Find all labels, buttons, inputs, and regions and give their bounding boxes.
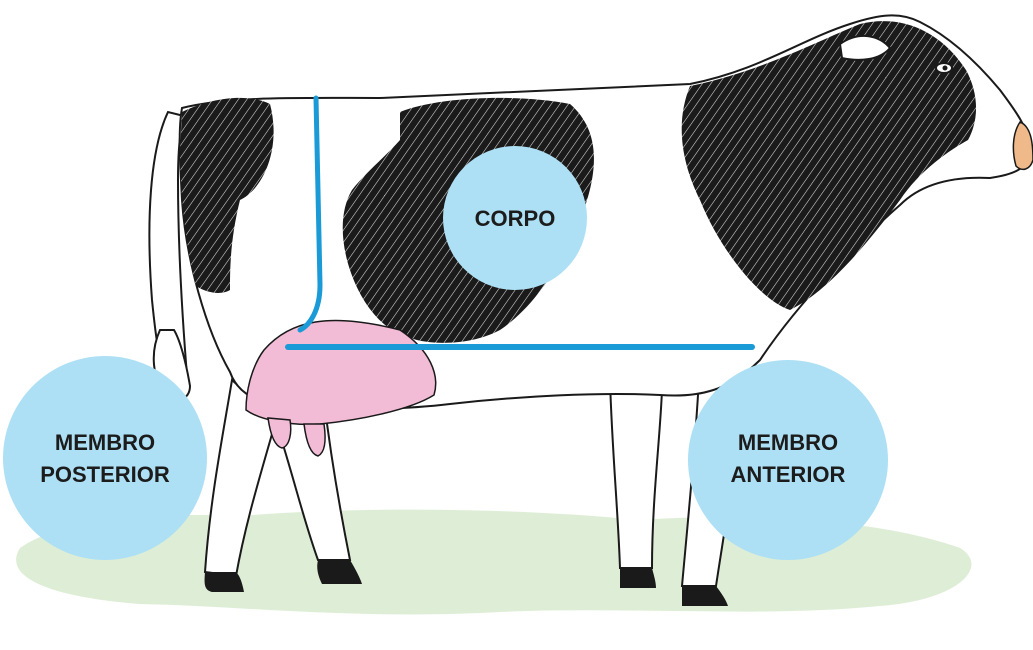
hoof-hind-back <box>205 572 244 592</box>
fore-limb-circle <box>688 360 888 560</box>
body-label: CORPO <box>475 206 556 231</box>
pupil <box>943 66 948 71</box>
fore-limb-label-line2: ANTERIOR <box>731 462 846 487</box>
hind-limb-circle <box>3 356 207 560</box>
label-fore-limb: MEMBRO ANTERIOR <box>688 360 888 560</box>
nose <box>1013 122 1033 169</box>
label-hind-limb: MEMBRO POSTERIOR <box>3 356 207 560</box>
teat-1 <box>268 418 291 448</box>
hoof-front-back <box>620 568 656 588</box>
fore-limb-label-line1: MEMBRO <box>738 430 838 455</box>
hind-limb-label-line2: POSTERIOR <box>40 462 170 487</box>
label-body: CORPO <box>443 146 587 290</box>
hind-limb-label-line1: MEMBRO <box>55 430 155 455</box>
